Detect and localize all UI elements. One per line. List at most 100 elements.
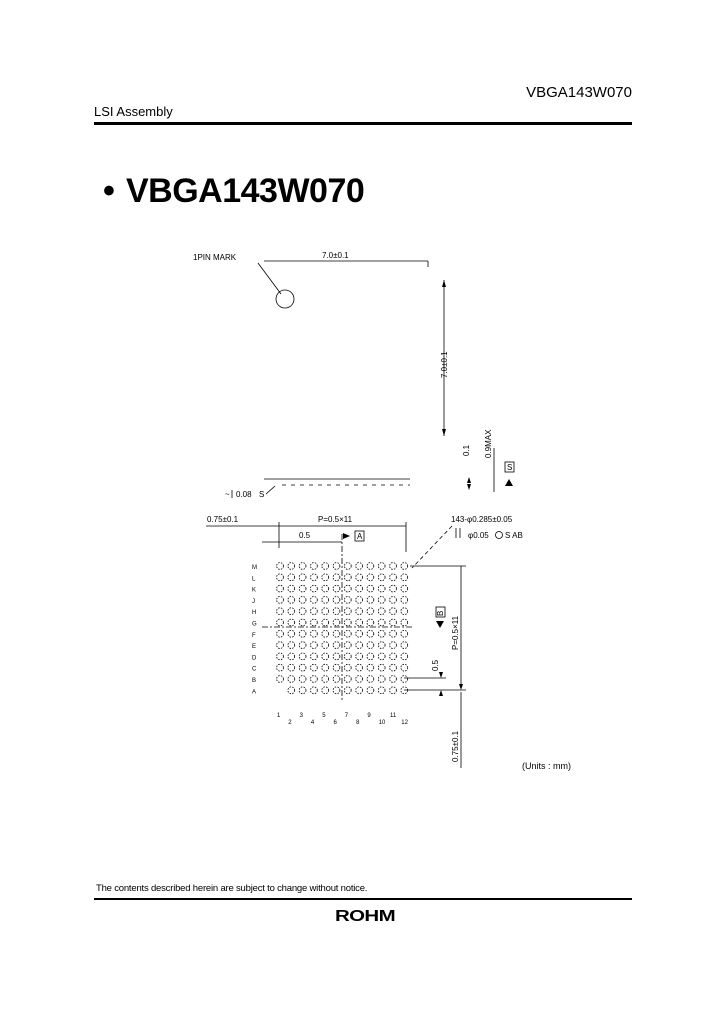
ball [400,629,409,638]
ball [298,686,307,695]
ball [377,607,386,615]
ball [366,629,375,638]
ball [321,629,330,638]
pitch-half-dimension: 0.5 [299,531,311,540]
row-label: C [252,667,257,673]
ball [389,663,397,672]
footer-notice: The contents described herein are subjec… [96,883,368,894]
title-bullet: • [103,172,115,210]
ball [332,562,341,570]
ball [321,675,330,683]
ball [321,641,330,649]
ball [321,618,330,627]
ball [389,629,397,638]
ball [366,596,375,604]
ball [298,663,307,672]
ball [310,562,318,570]
row-label: K [252,588,256,594]
row-label: M [252,565,257,571]
datum-a-box [354,530,365,542]
row-label: F [252,633,256,639]
ball [276,652,284,661]
ball [287,607,296,615]
ball [400,652,409,661]
ball [287,562,296,570]
ball [389,686,397,695]
ball [343,573,352,582]
ball [400,596,409,604]
ball [377,663,386,672]
ball [343,562,352,570]
height-max-dimension: 0.9MAX [484,429,493,458]
mmc-symbol [495,531,503,539]
ball [332,596,341,604]
ball [321,573,330,582]
pitch-y-dimension: P=0.5×11 [451,615,460,650]
row-label: B [252,678,256,684]
ball [298,641,307,649]
ball [343,641,352,649]
ball [310,675,318,683]
rohm-logo: ROHM [335,908,396,923]
ball [355,686,363,695]
ball [298,573,307,582]
ball [389,652,397,661]
ball [321,652,330,661]
row-label: E [252,644,256,650]
ball [343,686,352,695]
ball [377,652,386,661]
ball [343,663,352,672]
ball [366,686,375,695]
ball [400,607,409,615]
ball [298,596,307,604]
ball [343,629,352,638]
page-title: VBGA143W070 [126,172,365,210]
row-label: L [252,576,256,582]
ball [355,663,363,672]
ball [310,663,318,672]
ball [355,618,363,627]
ball [332,618,341,627]
position-reference: S AB [505,531,523,540]
ball [389,596,397,604]
ball [355,596,363,604]
ball [355,652,363,661]
units-note: (Units : mm) [522,761,571,771]
ball [377,573,386,582]
ball [332,584,341,593]
ball [389,584,397,593]
ball [310,596,318,604]
left-edge-dimension: 0.75±0.1 [207,515,239,524]
ball [377,596,386,604]
ball [276,618,284,627]
header-divider [94,122,632,125]
ball [389,675,397,683]
bottom-edge-dimension: 0.75±0.1 [451,730,460,762]
ball [287,584,296,593]
ball [332,629,341,638]
column-label: 3 [300,713,304,719]
datum-s-label: S [507,463,512,472]
ball [298,584,307,593]
ball [332,607,341,615]
ball [366,618,375,627]
ball [343,584,352,593]
ball [276,607,284,615]
row-label: H [252,610,256,616]
column-label: 12 [401,720,408,726]
ball [287,629,296,638]
datum-a-label: A [357,532,363,541]
pin-mark-leader [257,262,282,295]
ball [310,629,318,638]
ball [366,562,375,570]
top-height-dimension: 7.0±0.1 [440,351,449,378]
ball [366,675,375,683]
flatness-datum: S [259,490,264,499]
ball [377,641,386,649]
ball [276,629,284,638]
row-label: G [252,622,257,628]
datum-s-box [504,461,515,473]
